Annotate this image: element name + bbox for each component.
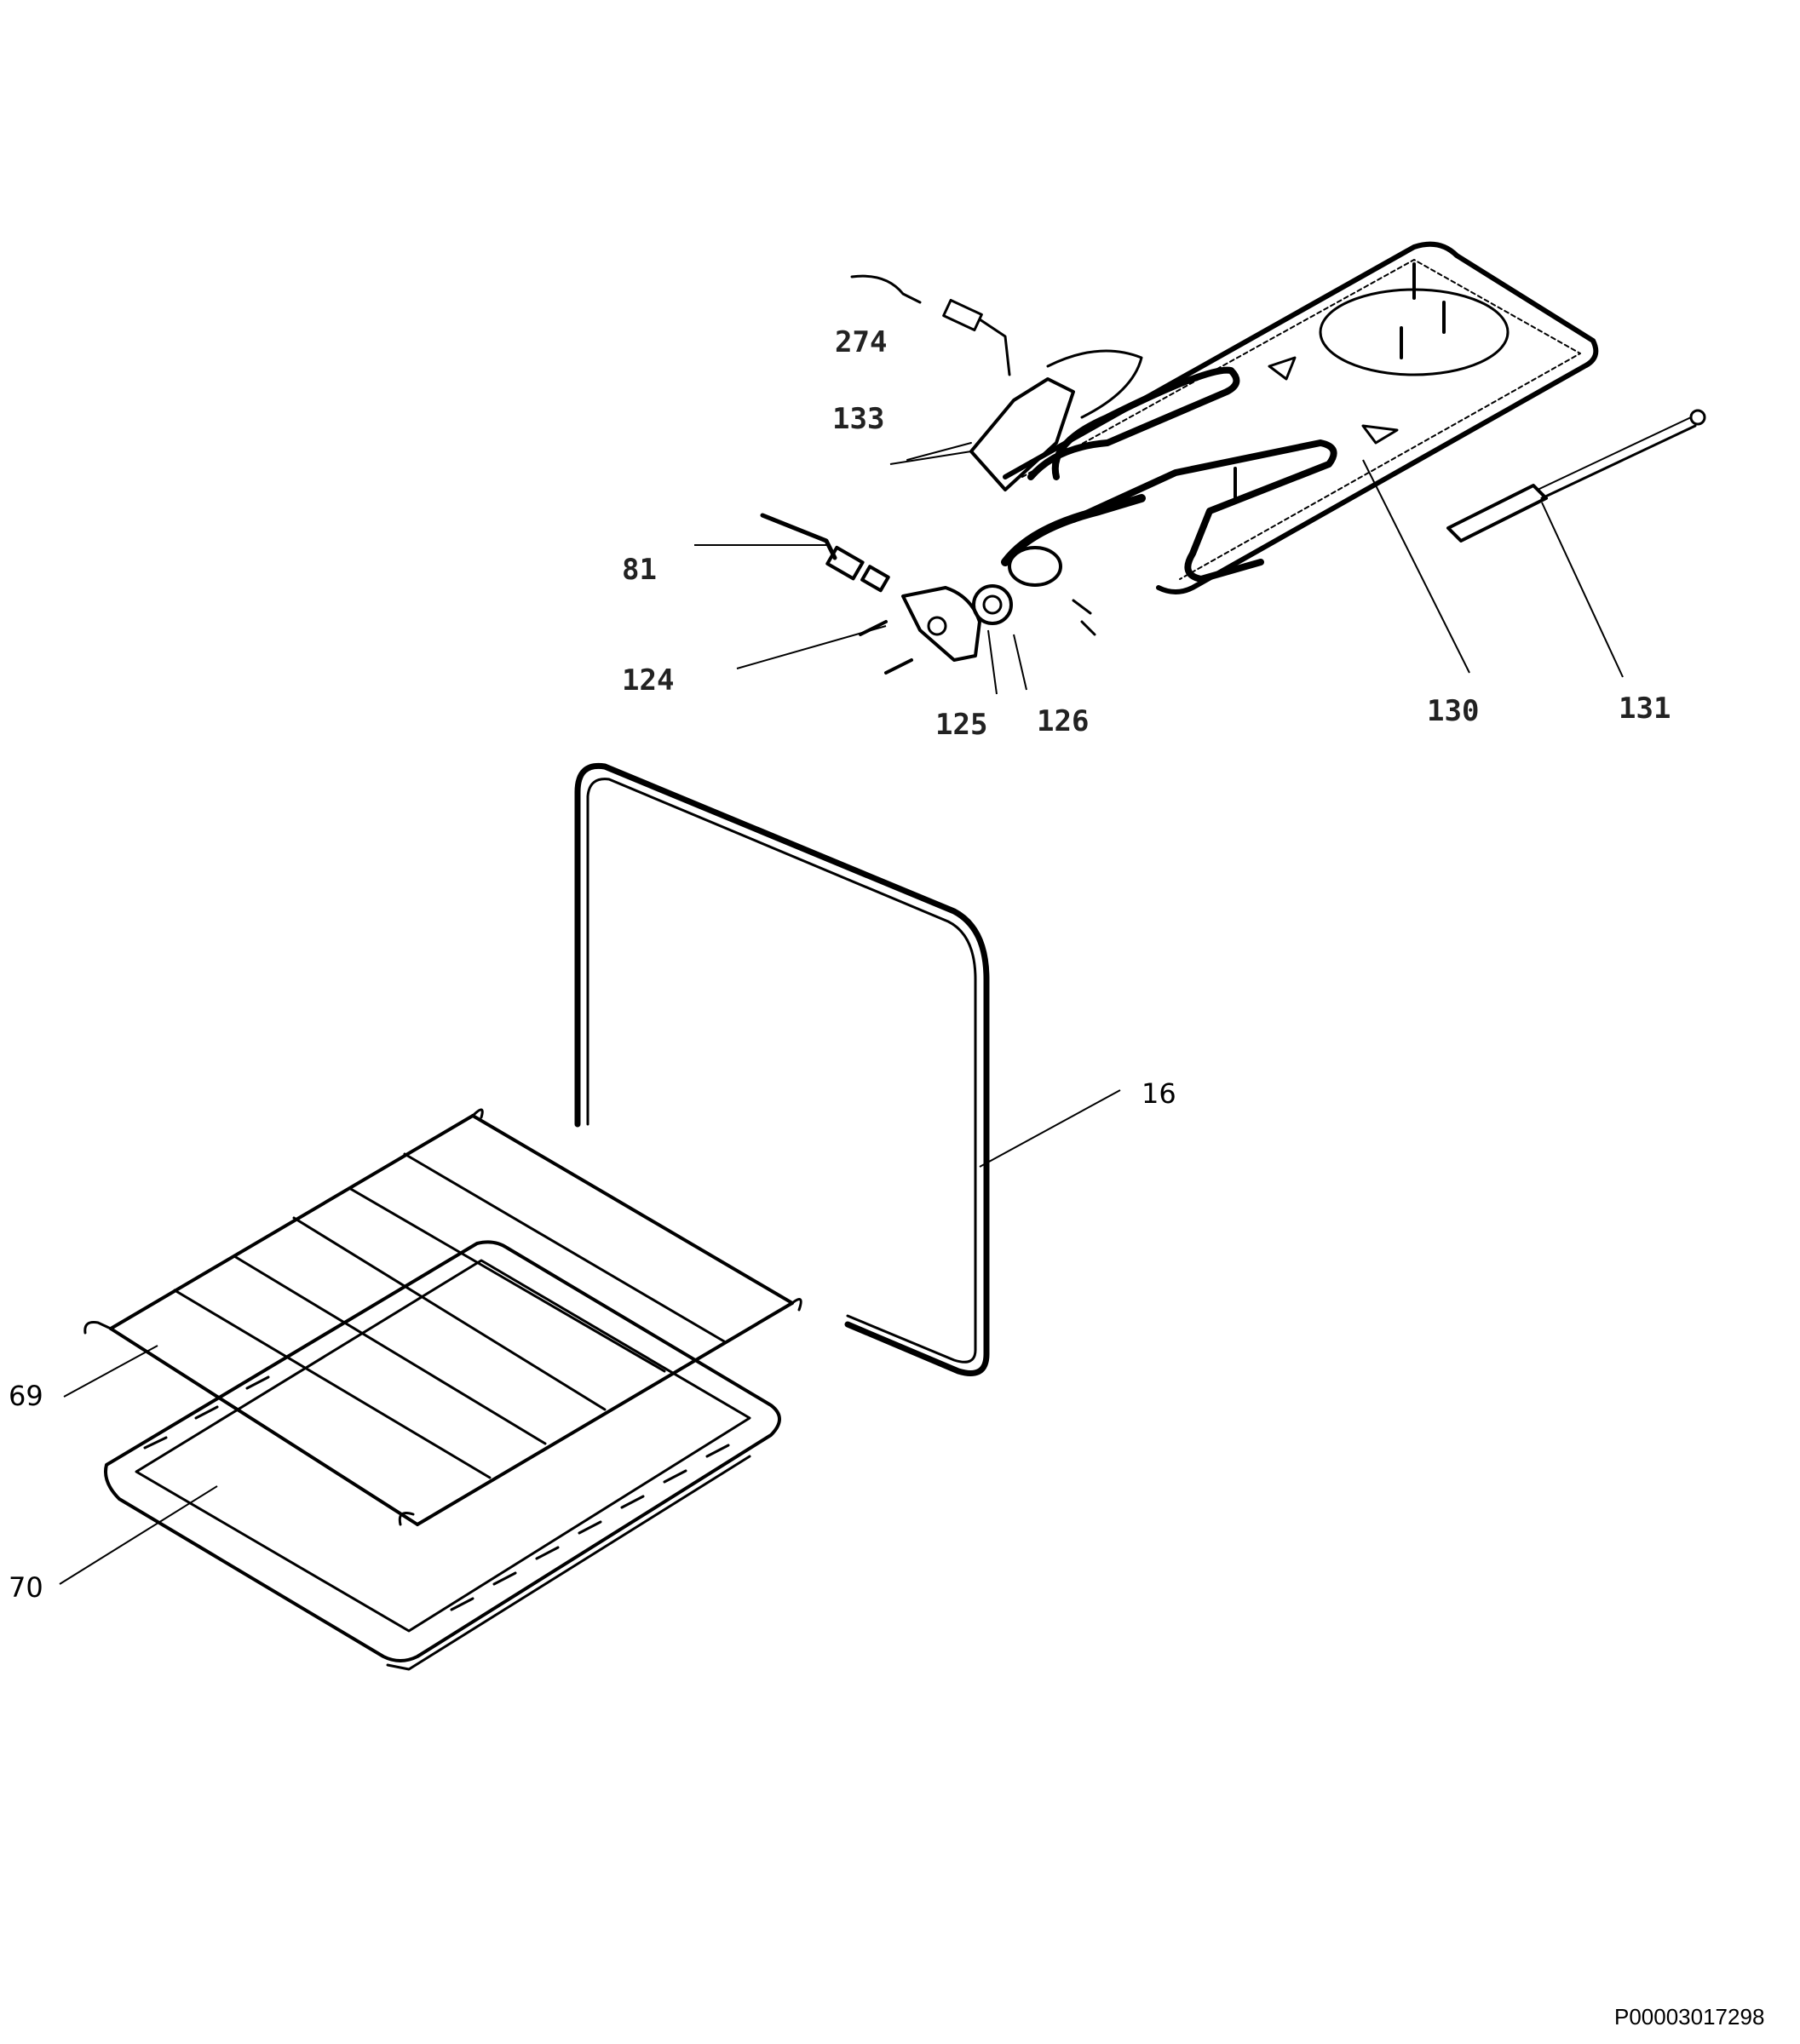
callout-126: 126 xyxy=(1037,704,1089,738)
baking-tray-70 xyxy=(104,1240,781,1671)
drawing-id: P00003017298 xyxy=(1614,2004,1765,2030)
tray-slots xyxy=(143,1375,730,1611)
burner-nozzle-126 xyxy=(1008,546,1096,636)
bracket-133 xyxy=(906,349,1143,491)
door-seal-16 xyxy=(574,762,990,1376)
callout-133: 133 xyxy=(832,402,884,436)
callout-70: 70 xyxy=(9,1571,43,1604)
burner-assembly xyxy=(760,241,1706,675)
gas-pipe-81 xyxy=(760,513,890,593)
callout-131: 131 xyxy=(1619,692,1671,726)
callout-274: 274 xyxy=(835,325,887,359)
callout-130: 130 xyxy=(1427,694,1479,728)
injector-holder-124 xyxy=(859,586,981,675)
callout-81: 81 xyxy=(622,553,657,587)
callout-125: 125 xyxy=(935,708,987,742)
callout-16: 16 xyxy=(1142,1077,1176,1110)
support-bracket-131 xyxy=(1446,409,1706,543)
callout-69: 69 xyxy=(9,1380,43,1412)
thermocouple-274 xyxy=(850,274,1011,376)
wire-shelf-69 xyxy=(83,1108,802,1526)
injector-125 xyxy=(972,584,1013,625)
grill-plate-130 xyxy=(1001,241,1599,594)
callout-124: 124 xyxy=(622,663,674,698)
leader-lines xyxy=(59,451,1624,1585)
